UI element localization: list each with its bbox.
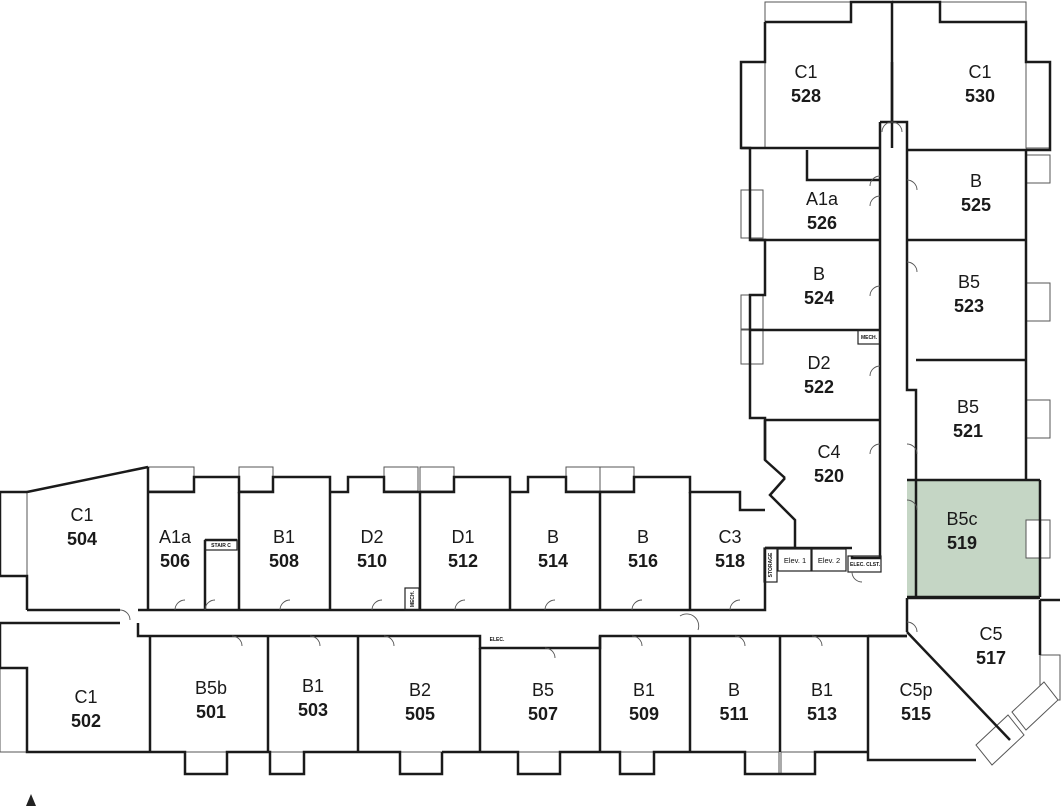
walls: [0, 0, 1060, 776]
unit-number: 503: [298, 700, 328, 720]
unit-label-525[interactable]: B 525: [961, 171, 991, 215]
unit-label-502[interactable]: C1 502: [71, 687, 101, 731]
unit-number: 501: [196, 702, 226, 722]
unit-number: 514: [538, 551, 568, 571]
unit-type: D1: [451, 527, 474, 547]
unit-type: A1a: [159, 527, 192, 547]
unit-number: 530: [965, 86, 995, 106]
unit-number: 513: [807, 704, 837, 724]
unit-number: 522: [804, 377, 834, 397]
elec-closet-label: ELEC. CLST.: [850, 562, 881, 568]
north-arrow-icon: [26, 794, 36, 806]
mech-label-upper: MECH.: [861, 335, 878, 341]
unit-number: 502: [71, 711, 101, 731]
unit-type: B: [970, 171, 982, 191]
unit-label-519[interactable]: B5c 519: [946, 509, 977, 553]
unit-type: B: [547, 527, 559, 547]
unit-type: C1: [70, 505, 93, 525]
unit-number: 509: [629, 704, 659, 724]
unit-number: 511: [719, 704, 748, 724]
unit-type: C5: [979, 624, 1002, 644]
unit-label-530[interactable]: C1 530: [965, 62, 995, 106]
elevator-2-label: Elev. 2: [818, 556, 840, 565]
unit-type: C4: [817, 442, 840, 462]
unit-label-510[interactable]: D2 510: [357, 527, 387, 571]
unit-label-517[interactable]: C5 517: [976, 624, 1006, 668]
service-boxes: [204, 329, 882, 611]
stair-c-label: STAIR C: [211, 543, 231, 549]
unit-number: 517: [976, 648, 1006, 668]
unit-type: B1: [273, 527, 295, 547]
unit-number: 504: [67, 529, 97, 549]
unit-label-516[interactable]: B 516: [628, 527, 658, 571]
unit-type: C1: [74, 687, 97, 707]
unit-type: B5: [532, 680, 554, 700]
unit-label-505[interactable]: B2 505: [405, 680, 435, 724]
unit-label-520[interactable]: C4 520: [814, 442, 844, 486]
unit-label-522[interactable]: D2 522: [804, 353, 834, 397]
unit-type: B2: [409, 680, 431, 700]
unit-label-504[interactable]: C1 504: [67, 505, 97, 549]
unit-type: B5b: [195, 678, 227, 698]
unit-519-highlight: [907, 481, 1040, 597]
unit-type: A1a: [806, 189, 839, 209]
unit-number: 506: [160, 551, 190, 571]
unit-number: 524: [804, 288, 834, 308]
unit-type: D2: [807, 353, 830, 373]
unit-type: C1: [968, 62, 991, 82]
door-swings: [119, 121, 918, 659]
unit-label-518[interactable]: C3 518: [715, 527, 745, 571]
unit-label-511[interactable]: B 511: [719, 680, 748, 724]
unit-label-501[interactable]: B5b 501: [195, 678, 227, 722]
unit-number: 528: [791, 86, 821, 106]
window-bays: [0, 1, 1061, 775]
unit-type: C3: [718, 527, 741, 547]
unit-number: 505: [405, 704, 435, 724]
unit-type: B5c: [946, 509, 977, 529]
unit-label-514[interactable]: B 514: [538, 527, 568, 571]
unit-type: C1: [794, 62, 817, 82]
unit-number: 512: [448, 551, 478, 571]
elevator-1-label: Elev. 1: [784, 556, 806, 565]
unit-number: 523: [954, 296, 984, 316]
unit-type: B1: [302, 676, 324, 696]
mech-label-lower: MECH.: [410, 590, 416, 607]
unit-type: B5: [958, 272, 980, 292]
unit-label-506[interactable]: A1a 506: [159, 527, 192, 571]
unit-label-503[interactable]: B1 503: [298, 676, 328, 720]
unit-number: 526: [807, 213, 837, 233]
unit-type: B: [728, 680, 740, 700]
unit-number: 510: [357, 551, 387, 571]
unit-number: 520: [814, 466, 844, 486]
unit-number: 518: [715, 551, 745, 571]
unit-number: 516: [628, 551, 658, 571]
unit-label-508[interactable]: B1 508: [269, 527, 299, 571]
unit-label-521[interactable]: B5 521: [953, 397, 983, 441]
unit-number: 525: [961, 195, 991, 215]
unit-number: 519: [947, 533, 977, 553]
unit-label-513[interactable]: B1 513: [807, 680, 837, 724]
unit-type: C5p: [899, 680, 932, 700]
unit-type: B: [813, 264, 825, 284]
unit-number: 521: [953, 421, 983, 441]
unit-label-528[interactable]: C1 528: [791, 62, 821, 106]
unit-number: 507: [528, 704, 558, 724]
unit-label-523[interactable]: B5 523: [954, 272, 984, 316]
unit-type: B: [637, 527, 649, 547]
unit-label-507[interactable]: B5 507: [528, 680, 558, 724]
unit-type: B1: [633, 680, 655, 700]
unit-type: D2: [360, 527, 383, 547]
unit-label-524[interactable]: B 524: [804, 264, 834, 308]
unit-type: B5: [957, 397, 979, 417]
elec-label: ELEC.: [490, 637, 505, 643]
unit-label-509[interactable]: B1 509: [629, 680, 659, 724]
storage-label: STORAGE: [768, 552, 774, 577]
unit-label-526[interactable]: A1a 526: [806, 189, 839, 233]
unit-number: 508: [269, 551, 299, 571]
unit-label-512[interactable]: D1 512: [448, 527, 478, 571]
unit-type: B1: [811, 680, 833, 700]
unit-label-515[interactable]: C5p 515: [899, 680, 932, 724]
unit-number: 515: [901, 704, 931, 724]
